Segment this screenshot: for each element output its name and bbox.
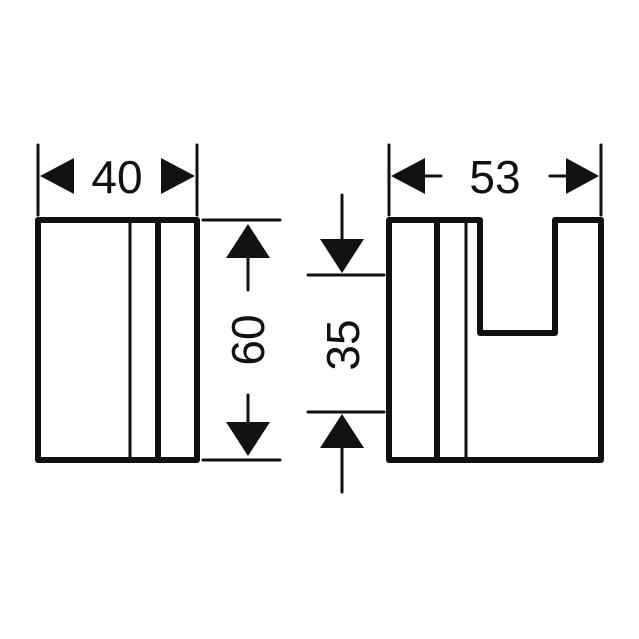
- arrow-left: [40, 158, 74, 194]
- dimension-label-width-side: 53: [469, 151, 520, 203]
- arrow-left-side: [391, 158, 425, 194]
- dimension-height: 60: [201, 218, 282, 462]
- arrow-down-hook: [320, 239, 364, 273]
- front-view: [35, 217, 200, 463]
- arrow-down: [226, 422, 270, 456]
- dimension-width-side: 53: [387, 143, 603, 217]
- side-view: [386, 217, 604, 463]
- front-view-outline: [35, 217, 200, 463]
- dimension-width-front: 40: [36, 143, 199, 217]
- dimension-label-width-front: 40: [91, 151, 142, 203]
- side-view-outline: [386, 217, 604, 463]
- dimension-hook-depth: 35: [306, 193, 386, 494]
- arrow-right: [161, 158, 195, 194]
- dimension-label-height: 60: [222, 314, 274, 365]
- arrow-up-hook: [320, 414, 364, 448]
- arrow-right-side: [566, 158, 599, 194]
- dimension-label-hook-depth: 35: [317, 319, 369, 370]
- arrow-up: [226, 224, 270, 258]
